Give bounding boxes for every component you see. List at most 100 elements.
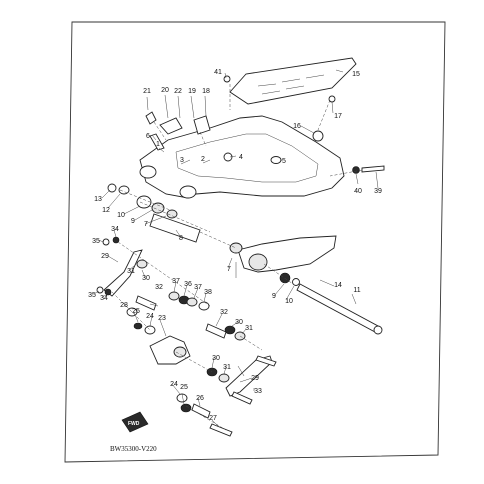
pivot-shaft	[296, 283, 379, 333]
holder-18	[193, 115, 211, 135]
bolt-33b	[255, 355, 277, 367]
bearing-7	[166, 209, 178, 219]
bolt-33	[231, 391, 253, 405]
callout-7b: 7	[227, 266, 231, 273]
bushing-30b	[224, 325, 236, 335]
callout-6: 6	[146, 133, 150, 140]
seal-25	[133, 322, 143, 330]
callout-8: 8	[179, 235, 183, 242]
callout-20: 20	[161, 87, 169, 94]
collar-26	[191, 403, 211, 419]
collar-9b	[279, 272, 291, 284]
connecting-rod-upper	[103, 249, 143, 297]
bracket-20	[159, 117, 183, 135]
callout-29: 29	[101, 253, 109, 260]
seal-38	[198, 301, 210, 311]
seal-12	[118, 185, 130, 195]
callout-26: 26	[196, 395, 204, 402]
bearing-37b	[186, 297, 198, 307]
callout-16: 16	[293, 123, 301, 130]
seal-25b	[180, 403, 192, 413]
callout-24: 24	[146, 313, 154, 320]
pivot-collar-8	[149, 213, 201, 243]
callout-9: 9	[131, 218, 135, 225]
bolt-17	[328, 95, 336, 103]
callout-2: 2	[201, 156, 205, 163]
swingarm-pivot-right	[179, 185, 197, 199]
guide-6	[149, 133, 165, 151]
bearing-37	[168, 291, 180, 301]
callout-37: 37	[172, 278, 180, 285]
callout-35b: 35	[88, 292, 96, 299]
pivot-shaft-head	[373, 325, 383, 335]
callout-13: 13	[94, 196, 102, 203]
nut-34b	[104, 288, 112, 296]
assembly-lines	[111, 84, 363, 431]
callout-9b: 9	[272, 293, 276, 300]
nut-40	[352, 166, 360, 174]
bolt-35	[102, 238, 110, 246]
callout-40: 40	[354, 188, 362, 195]
callout-38: 38	[204, 289, 212, 296]
callout-19: 19	[188, 88, 196, 95]
callout-32b: 32	[220, 309, 228, 316]
callout-36: 36	[184, 281, 192, 288]
plug-4	[223, 152, 233, 162]
callout-34b: 34	[100, 295, 108, 302]
callout-25b: 25	[180, 384, 188, 391]
callout-10: 10	[117, 212, 125, 219]
callout-30: 30	[142, 275, 150, 282]
callout-leaders	[93, 69, 379, 427]
callout-41: 41	[214, 69, 222, 76]
callout-24b: 24	[170, 381, 178, 388]
diagram-code: BW35300-V220	[110, 445, 157, 453]
callout-30c: 30	[212, 355, 220, 362]
bearing-28	[126, 307, 138, 317]
bushing-31b	[218, 373, 230, 383]
bearing-7b	[229, 242, 243, 254]
forward-arrow-icon: FWD	[121, 411, 149, 433]
callout-28: 28	[120, 302, 128, 309]
callout-39: 39	[374, 188, 382, 195]
collar-24	[144, 325, 156, 335]
relay-arm-hub	[248, 253, 268, 271]
callout-12: 12	[102, 207, 110, 214]
bolt-35b	[96, 286, 104, 294]
callout-29b: 29	[251, 375, 259, 382]
clip-21	[145, 111, 157, 125]
callout-10b: 10	[285, 298, 293, 305]
callout-27: 27	[209, 415, 217, 422]
chain-guard-slots	[257, 74, 325, 95]
bolt-41	[223, 75, 231, 83]
callout-23: 23	[158, 315, 166, 322]
callout-31c: 31	[223, 364, 231, 371]
callout-33: 33	[254, 388, 262, 395]
callout-37b: 37	[194, 284, 202, 291]
callout-1: 1	[156, 141, 160, 148]
callout-7: 7	[144, 221, 148, 228]
bearing-9	[151, 202, 165, 214]
callout-18: 18	[202, 88, 210, 95]
collar-32b	[205, 323, 227, 339]
chain-guard	[229, 57, 357, 105]
collar-10	[136, 195, 152, 209]
callout-4: 4	[239, 154, 243, 161]
callout-25: 25	[132, 308, 140, 315]
diagram-frame	[64, 21, 446, 463]
collar-32	[135, 295, 157, 311]
callout-35: 35	[92, 238, 100, 245]
bushing-30	[136, 259, 148, 269]
callout-31: 31	[127, 268, 135, 275]
callout-22: 22	[174, 88, 182, 95]
bolt-39	[361, 165, 385, 173]
callout-14: 14	[334, 282, 342, 289]
callout-11: 11	[353, 287, 360, 294]
callout-31b: 31	[245, 325, 253, 332]
callout-5: 5	[282, 158, 286, 165]
callout-30b: 30	[235, 319, 243, 326]
callout-15: 15	[352, 71, 360, 78]
forward-label: FWD	[128, 421, 140, 427]
washer-10b	[292, 278, 300, 286]
damper-16	[312, 130, 324, 142]
